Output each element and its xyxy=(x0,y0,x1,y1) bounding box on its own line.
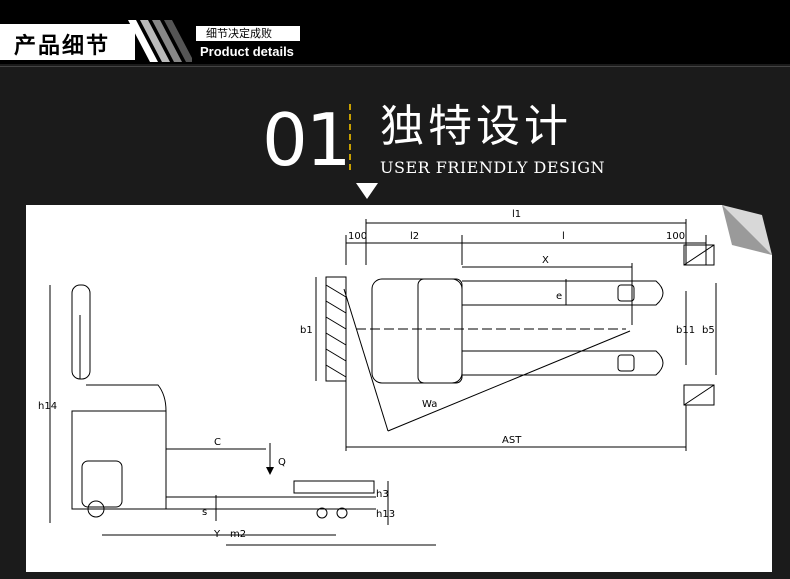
label-margin-right: 100 xyxy=(666,231,685,242)
label-q: Q xyxy=(278,457,286,468)
header-tag-cn: 细节决定成败 xyxy=(206,27,272,40)
header-title-tab: 产品细节 xyxy=(0,24,135,60)
label-s: s xyxy=(202,507,207,518)
section-divider xyxy=(349,104,351,170)
label-wa: Wa xyxy=(422,399,437,410)
label-e: e xyxy=(556,291,562,302)
header-title-cn: 产品细节 xyxy=(14,34,111,59)
label-l: l xyxy=(562,231,565,242)
header-separator xyxy=(0,66,790,67)
label-b1: b1 xyxy=(300,325,313,336)
label-h14: h14 xyxy=(38,401,57,412)
section-title-cn: 独特设计 xyxy=(380,101,572,152)
stripes-decoration xyxy=(128,20,192,62)
label-h13: h13 xyxy=(376,509,395,520)
label-l2: l2 xyxy=(410,231,419,242)
page-curl-decoration xyxy=(722,205,772,255)
label-h3: h3 xyxy=(376,489,389,500)
drawing-panel: l1 100 l2 l 100 X e b1 b11 b5 Wa AST h14… xyxy=(26,205,772,572)
label-b11: b11 xyxy=(676,325,695,336)
label-c: C xyxy=(214,437,221,448)
technical-drawing: l1 100 l2 l 100 X e b1 b11 b5 Wa AST h14… xyxy=(38,209,717,546)
section-number: 01 xyxy=(262,98,352,182)
label-x: X xyxy=(542,255,549,266)
label-y: Y xyxy=(213,529,221,540)
section-title-en: USER FRIENDLY DESIGN xyxy=(380,158,606,177)
label-b5: b5 xyxy=(702,325,715,336)
label-l1: l1 xyxy=(512,209,521,220)
header-bar: 产品细节 细节决定成败 Product details xyxy=(0,0,790,64)
down-triangle-icon xyxy=(356,183,378,199)
header-tag-box: 细节决定成败 xyxy=(196,26,300,41)
label-margin-left: 100 xyxy=(348,231,367,242)
label-m2: m2 xyxy=(230,529,246,540)
label-ast: AST xyxy=(502,435,522,446)
header-title-en: Product details xyxy=(200,44,294,59)
